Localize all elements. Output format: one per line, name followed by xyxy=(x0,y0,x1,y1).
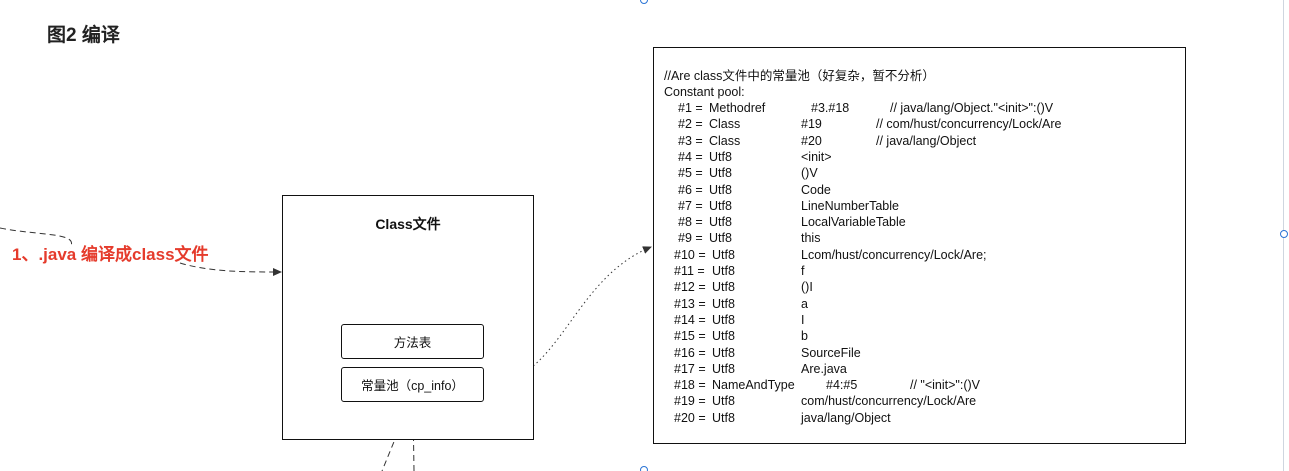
pool-entry-type: Utf8 xyxy=(712,296,735,311)
pool-entry-index: #8 = xyxy=(678,215,703,230)
pool-entry-row: #14 = Utf8 I xyxy=(654,312,1174,328)
selection-handle-right[interactable] xyxy=(1280,230,1288,238)
pool-entry-index: #18 = xyxy=(674,378,706,393)
pool-entry-index: #14 = xyxy=(674,312,706,327)
pool-entry-value: com/hust/concurrency/Lock/Are xyxy=(801,394,977,409)
pool-entry-value: Are.java xyxy=(801,361,847,376)
pool-entry-index: #4 = xyxy=(678,149,703,164)
pool-entry-note: // java/lang/Object xyxy=(876,133,977,148)
pool-entry-value: f xyxy=(801,264,805,278)
pool-entry-type: Class xyxy=(709,117,741,132)
pool-entry-index: #11 = xyxy=(674,264,705,278)
pool-comment: //Are class文件中的常量池（好复杂，暂不分析） xyxy=(664,69,935,83)
pool-entry-type: Utf8 xyxy=(709,149,732,164)
pool-entry-index: #12 = xyxy=(674,280,706,295)
pool-entry-row: #19 = Utf8 com/hust/concurrency/Lock/Are xyxy=(654,393,1174,409)
compile-arrow xyxy=(0,227,73,249)
compile-arrow-tail xyxy=(179,262,282,276)
pool-entry-note: // java/lang/Object."<init>":()V xyxy=(890,101,1054,115)
pool-entry-row: #7 = Utf8 LineNumberTable xyxy=(654,198,1174,214)
pool-entry-row: #5 = Utf8 ()V xyxy=(654,165,1174,181)
class-file-title: Class文件 xyxy=(375,216,441,232)
pool-entry-row: #20 = Utf8 java/lang/Object xyxy=(654,410,1174,426)
pool-entry-type: Utf8 xyxy=(709,215,732,230)
pool-entry-type: Methodref xyxy=(709,101,766,115)
pool-entry-value: ()V xyxy=(801,166,818,181)
pool-entry-index: #2 = xyxy=(678,117,703,132)
pool-entry-index: #9 = xyxy=(678,231,703,246)
pool-entry-value: b xyxy=(801,329,808,344)
pool-entry-value: #4:#5 xyxy=(826,378,858,393)
pool-entry-row: #11 = Utf8 f xyxy=(654,263,1174,279)
pool-entry-index: #10 = xyxy=(674,247,706,262)
pool-entry-type: Utf8 xyxy=(712,410,735,425)
pool-entry-type: Class xyxy=(709,133,741,148)
pool-entry-note: // com/hust/concurrency/Lock/Are xyxy=(876,117,1062,132)
pool-entry-value: Lcom/hust/concurrency/Lock/Are; xyxy=(801,247,987,262)
pool-entry-value: <init> xyxy=(801,149,832,164)
pool-entry-row: #15 = Utf8 b xyxy=(654,328,1174,344)
pool-entry-index: #16 = xyxy=(674,345,706,360)
pool-entry-value: SourceFile xyxy=(801,345,861,360)
pool-entry-type: Utf8 xyxy=(712,247,735,262)
pool-entry-row: #6 = Utf8 Code xyxy=(654,182,1174,198)
pool-entry-value: #20 xyxy=(801,133,822,148)
pool-entry-value: LocalVariableTable xyxy=(801,215,906,230)
pool-entry-row: #16 = Utf8 SourceFile xyxy=(654,345,1174,361)
pool-entry-type: Utf8 xyxy=(709,231,732,246)
pool-entry-index: #20 = xyxy=(674,410,706,425)
pool-entry-value: #19 xyxy=(801,117,822,132)
pool-entry-type: Utf8 xyxy=(712,264,735,278)
pool-entry-value: ()I xyxy=(801,280,813,295)
pool-entry-row: #13 = Utf8 a xyxy=(654,296,1174,312)
pool-entry-index: #19 = xyxy=(674,394,706,409)
pool-entry-value: I xyxy=(801,312,805,327)
pool-entry-row: #10 = Utf8 Lcom/hust/concurrency/Lock/Are; xyxy=(654,247,1174,263)
pool-detail-connector xyxy=(483,246,652,386)
pool-entry-value: #3.#18 xyxy=(811,101,850,115)
pool-entry-value: this xyxy=(801,231,821,246)
pool-entry-row: #17 = Utf8 Are.java xyxy=(654,361,1174,377)
pool-entry-value: a xyxy=(801,296,808,311)
pool-entry-value: LineNumberTable xyxy=(801,198,899,213)
pool-entry-type: Utf8 xyxy=(712,280,735,295)
constant-pool-box[interactable]: 常量池（cp_info） xyxy=(341,367,484,402)
pool-entry-index: #17 = xyxy=(674,361,706,376)
pool-entry-value: Code xyxy=(801,182,831,197)
pool-entry-type: Utf8 xyxy=(709,198,732,213)
pool-entry-row: #1 = Methodref #3.#18 // java/lang/Object."… xyxy=(654,100,1174,116)
pool-header: Constant pool: xyxy=(664,85,745,99)
pool-entry-value: java/lang/Object xyxy=(801,410,891,425)
pool-entry-row: #2 = Class #19 // com/hust/concurrency/Lock… xyxy=(654,116,1174,132)
pool-entry-type: Utf8 xyxy=(709,182,732,197)
pool-entry-type: Utf8 xyxy=(709,166,732,181)
pool-entry-row: #12 = Utf8 ()I xyxy=(654,279,1174,295)
pool-entry-type: NameAndType xyxy=(712,378,795,393)
pool-entry-note: // "<init>":()V xyxy=(910,378,981,393)
pool-entry-type: Utf8 xyxy=(712,329,735,344)
pool-entry-index: #7 = xyxy=(678,198,703,213)
pool-entry-index: #6 = xyxy=(678,182,703,197)
pool-entry-index: #3 = xyxy=(678,133,703,148)
pool-entry-index: #13 = xyxy=(674,296,706,311)
selection-handle-bottom[interactable] xyxy=(640,466,648,471)
figure-heading: 图2 编译 xyxy=(47,25,120,46)
pool-entry-index: #15 = xyxy=(674,329,706,344)
method-table-box[interactable]: 方法表 xyxy=(341,324,484,359)
pool-entry-type: Utf8 xyxy=(712,361,735,376)
pool-entry-row: #18 = NameAndType #4:#5 // "<init>":()V xyxy=(654,377,1174,393)
pool-entry-index: #1 = xyxy=(678,101,703,115)
class-file-box[interactable]: Class文件 方法表 常量池（cp_info） xyxy=(282,195,534,440)
pool-entry-row: #8 = Utf8 LocalVariableTable xyxy=(654,214,1174,230)
compile-step-label: 1、.java 编译成class文件 xyxy=(12,245,209,264)
pool-entry-row: #3 = Class #20 // java/lang/Object xyxy=(654,133,1174,149)
pool-entry-row: #9 = Utf8 this xyxy=(654,230,1174,246)
pool-entry-type: Utf8 xyxy=(712,345,735,360)
pool-entry-type: Utf8 xyxy=(712,394,735,409)
constant-pool-detail-box[interactable]: //Are class文件中的常量池（好复杂，暂不分析） Constant po… xyxy=(653,47,1186,444)
pool-entry-row: #4 = Utf8 <init> xyxy=(654,149,1174,165)
pool-entry-type: Utf8 xyxy=(712,312,735,327)
pool-entry-index: #5 = xyxy=(678,166,703,181)
